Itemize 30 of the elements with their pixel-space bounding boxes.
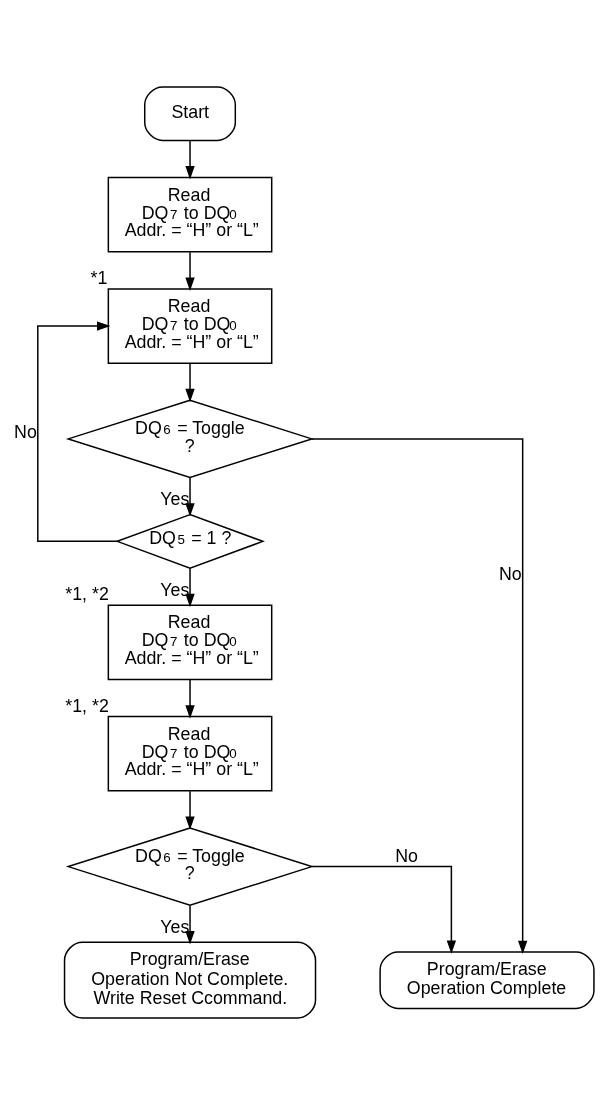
arrow	[185, 251, 195, 291]
arrow	[185, 140, 195, 180]
node-box: Start	[144, 86, 237, 142]
node-box: Read DQ7 to DQ0 Addr. = “H” or “L”	[107, 715, 273, 792]
arrow	[185, 904, 195, 945]
arrow	[185, 790, 195, 830]
node-box: Program/Erase Operation Not Complete. Write Reset Ccommand.	[63, 941, 317, 1019]
arrow	[311, 865, 457, 954]
node-box: Read DQ7 to DQ0 Addr. = “H” or “L”	[107, 604, 273, 681]
edge-label: No	[14, 422, 37, 443]
arrow	[37, 321, 118, 543]
edge-label: Yes	[160, 579, 190, 600]
arrow	[185, 679, 195, 719]
arrow	[185, 362, 195, 403]
arrow	[185, 476, 195, 517]
edge-label: No	[395, 845, 418, 866]
node-diamond: DQ6 = Toggle ?	[65, 827, 315, 906]
edge-label: No	[498, 563, 522, 584]
edge-label: Yes	[160, 489, 190, 510]
node-diamond: DQ6 = Toggle ?	[65, 399, 315, 479]
arrow	[311, 438, 528, 955]
node-box: Read DQ7 to DQ0 Addr. = “H” or “L”	[107, 176, 273, 253]
arrow	[185, 567, 195, 608]
edge-label: Yes	[160, 916, 190, 937]
node-label: *1, *2	[65, 695, 109, 716]
node-label: *1, *2	[65, 584, 109, 605]
node-box: Read DQ7 to DQ0 Addr. = “H” or “L”	[107, 288, 273, 364]
node-label: *1	[90, 267, 108, 288]
node-box: Program/Erase Operation Complete	[379, 951, 595, 1010]
node-diamond: DQ5 = 1 ?	[115, 513, 265, 569]
